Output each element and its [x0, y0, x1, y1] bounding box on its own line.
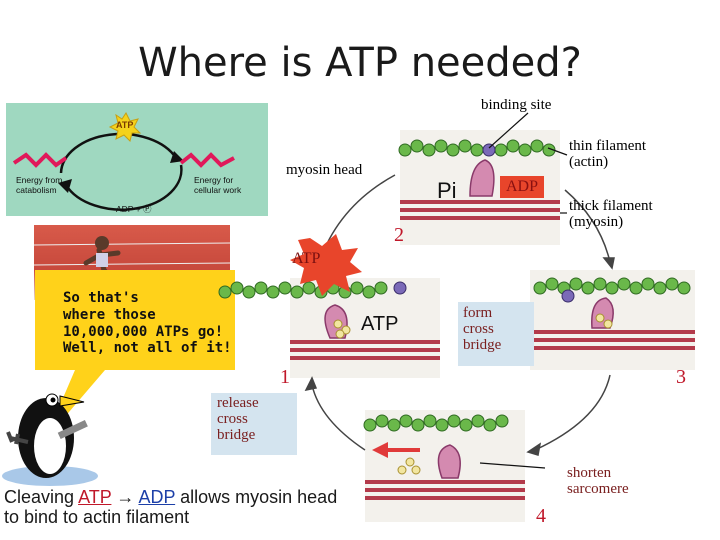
pi-atp-dots: [333, 313, 613, 475]
binding-site-label: binding site: [481, 97, 552, 113]
caption-part2: allows myosin head: [175, 487, 338, 507]
shorten-arrow: [372, 442, 420, 458]
thick-filaments: [290, 200, 695, 500]
energy-for-label: Energy for cellular work: [194, 175, 242, 195]
atp-burst-shape: [290, 234, 362, 296]
step-1-label: 1: [280, 366, 290, 388]
step-4-label: 4: [536, 505, 546, 527]
speech-bubble-shape: [35, 270, 235, 440]
caption-line2: to bind to actin filament: [4, 506, 190, 527]
pointer-lines: [479, 112, 568, 469]
myosin-head-label: myosin head: [286, 162, 363, 178]
shorten-sarcomere-label: shorten sarcomere: [567, 465, 629, 497]
atp-cycle-diagram: ATP Energy from catabolism Energy for ce…: [6, 103, 268, 216]
pi-label: Pi: [437, 178, 457, 203]
binding-site-beads: [393, 143, 575, 303]
caption-adp-link[interactable]: ADP: [138, 487, 176, 507]
energy-from-label: Energy from catabolism: [16, 175, 63, 195]
adp-pi-label: ADP + Ⓟ: [116, 204, 152, 214]
atp-panel-label: ATP: [361, 313, 399, 335]
thick-filament-label: thick filament (myosin): [569, 198, 653, 230]
cycle-atp-label: ATP: [116, 120, 134, 130]
page-title: Where is ATP needed?: [138, 40, 582, 86]
step-3-label: 3: [676, 366, 686, 388]
caption-part1: Cleaving: [4, 487, 79, 507]
speech-bubble-text: So that's where those 10,000,000 ATPs go…: [63, 290, 232, 357]
atp-burst-label: ATP: [292, 250, 321, 267]
atp-cycle-art: [12, 112, 235, 211]
penguin-illustration: [2, 393, 98, 486]
caption-arrow: →: [111, 487, 139, 507]
caption-atp-link[interactable]: ATP: [78, 487, 112, 507]
step-2-label: 2: [394, 224, 404, 246]
release-cross-bridge-label: release cross bridge: [211, 393, 297, 455]
caption: Cleaving ATP → ADP allows myosin head to…: [4, 487, 338, 528]
thin-filament-label: thin filament (actin): [569, 138, 647, 170]
adp-badge: ADP: [500, 176, 545, 198]
form-cross-bridge-label: form cross bridge: [458, 302, 534, 366]
